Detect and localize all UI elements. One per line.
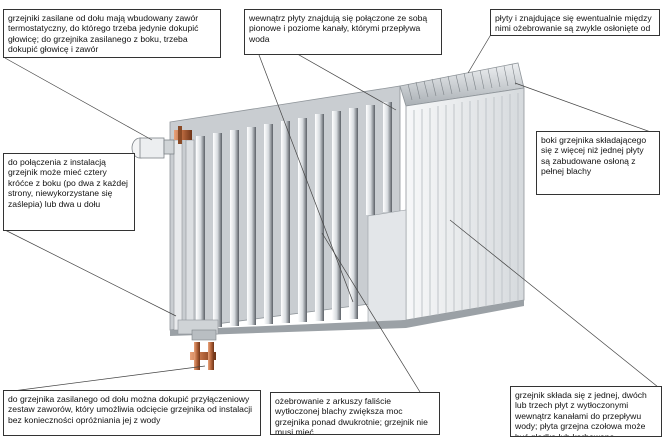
callout-text: boki grzejnika składającego się z więcej…	[541, 135, 647, 177]
callout-text: grzejniki zasilane od dołu mają wbudowan…	[8, 13, 199, 55]
bottom-edge	[170, 300, 524, 336]
front-panel	[405, 87, 525, 321]
callout-corrugated-fins: ożebrowanie z arkuszy faliście wytłoczon…	[270, 392, 440, 435]
copper-valve-fitting-icon	[190, 329, 217, 370]
callout-text: wewnątrz płyty znajdują się połączone ze…	[249, 13, 428, 44]
thermostatic-valve-head-icon	[131, 126, 192, 159]
callout-supply-valve: grzejniki zasilane od dołu mają wbudowan…	[3, 9, 221, 58]
callout-text: do grzejnika zasilanego od dołu można do…	[8, 394, 253, 425]
callout-heating-plates: grzejnik składa się z jednej, dwóch lub …	[510, 386, 662, 437]
callout-text: grzejnik składa się z jednej, dwóch lub …	[515, 390, 647, 437]
leader-lines	[4, 25, 660, 393]
callout-internal-channels: wewnątrz płyty znajdują się połączone ze…	[244, 9, 442, 55]
inner-panel	[367, 209, 407, 327]
callout-text: do połączenia z instalacją grzejnik może…	[8, 157, 128, 209]
callout-valve-set: do grzejnika zasilanego od dołu można do…	[3, 390, 261, 436]
callout-connection-ports: do połączenia z instalacją grzejnik może…	[3, 153, 135, 231]
top-grille	[407, 63, 517, 101]
callout-text: płyty i znajdujące się ewentualnie międz…	[495, 13, 652, 35]
callout-top-cover: płyty i znajdujące się ewentualnie międz…	[490, 9, 660, 36]
radiator-body	[169, 62, 525, 336]
front-panel-channels	[413, 93, 519, 318]
callout-side-cover: boki grzejnika składającego się z więcej…	[536, 131, 660, 195]
convection-fins	[196, 102, 392, 328]
callout-text: ożebrowanie z arkuszy faliście wytłoczon…	[275, 396, 428, 435]
